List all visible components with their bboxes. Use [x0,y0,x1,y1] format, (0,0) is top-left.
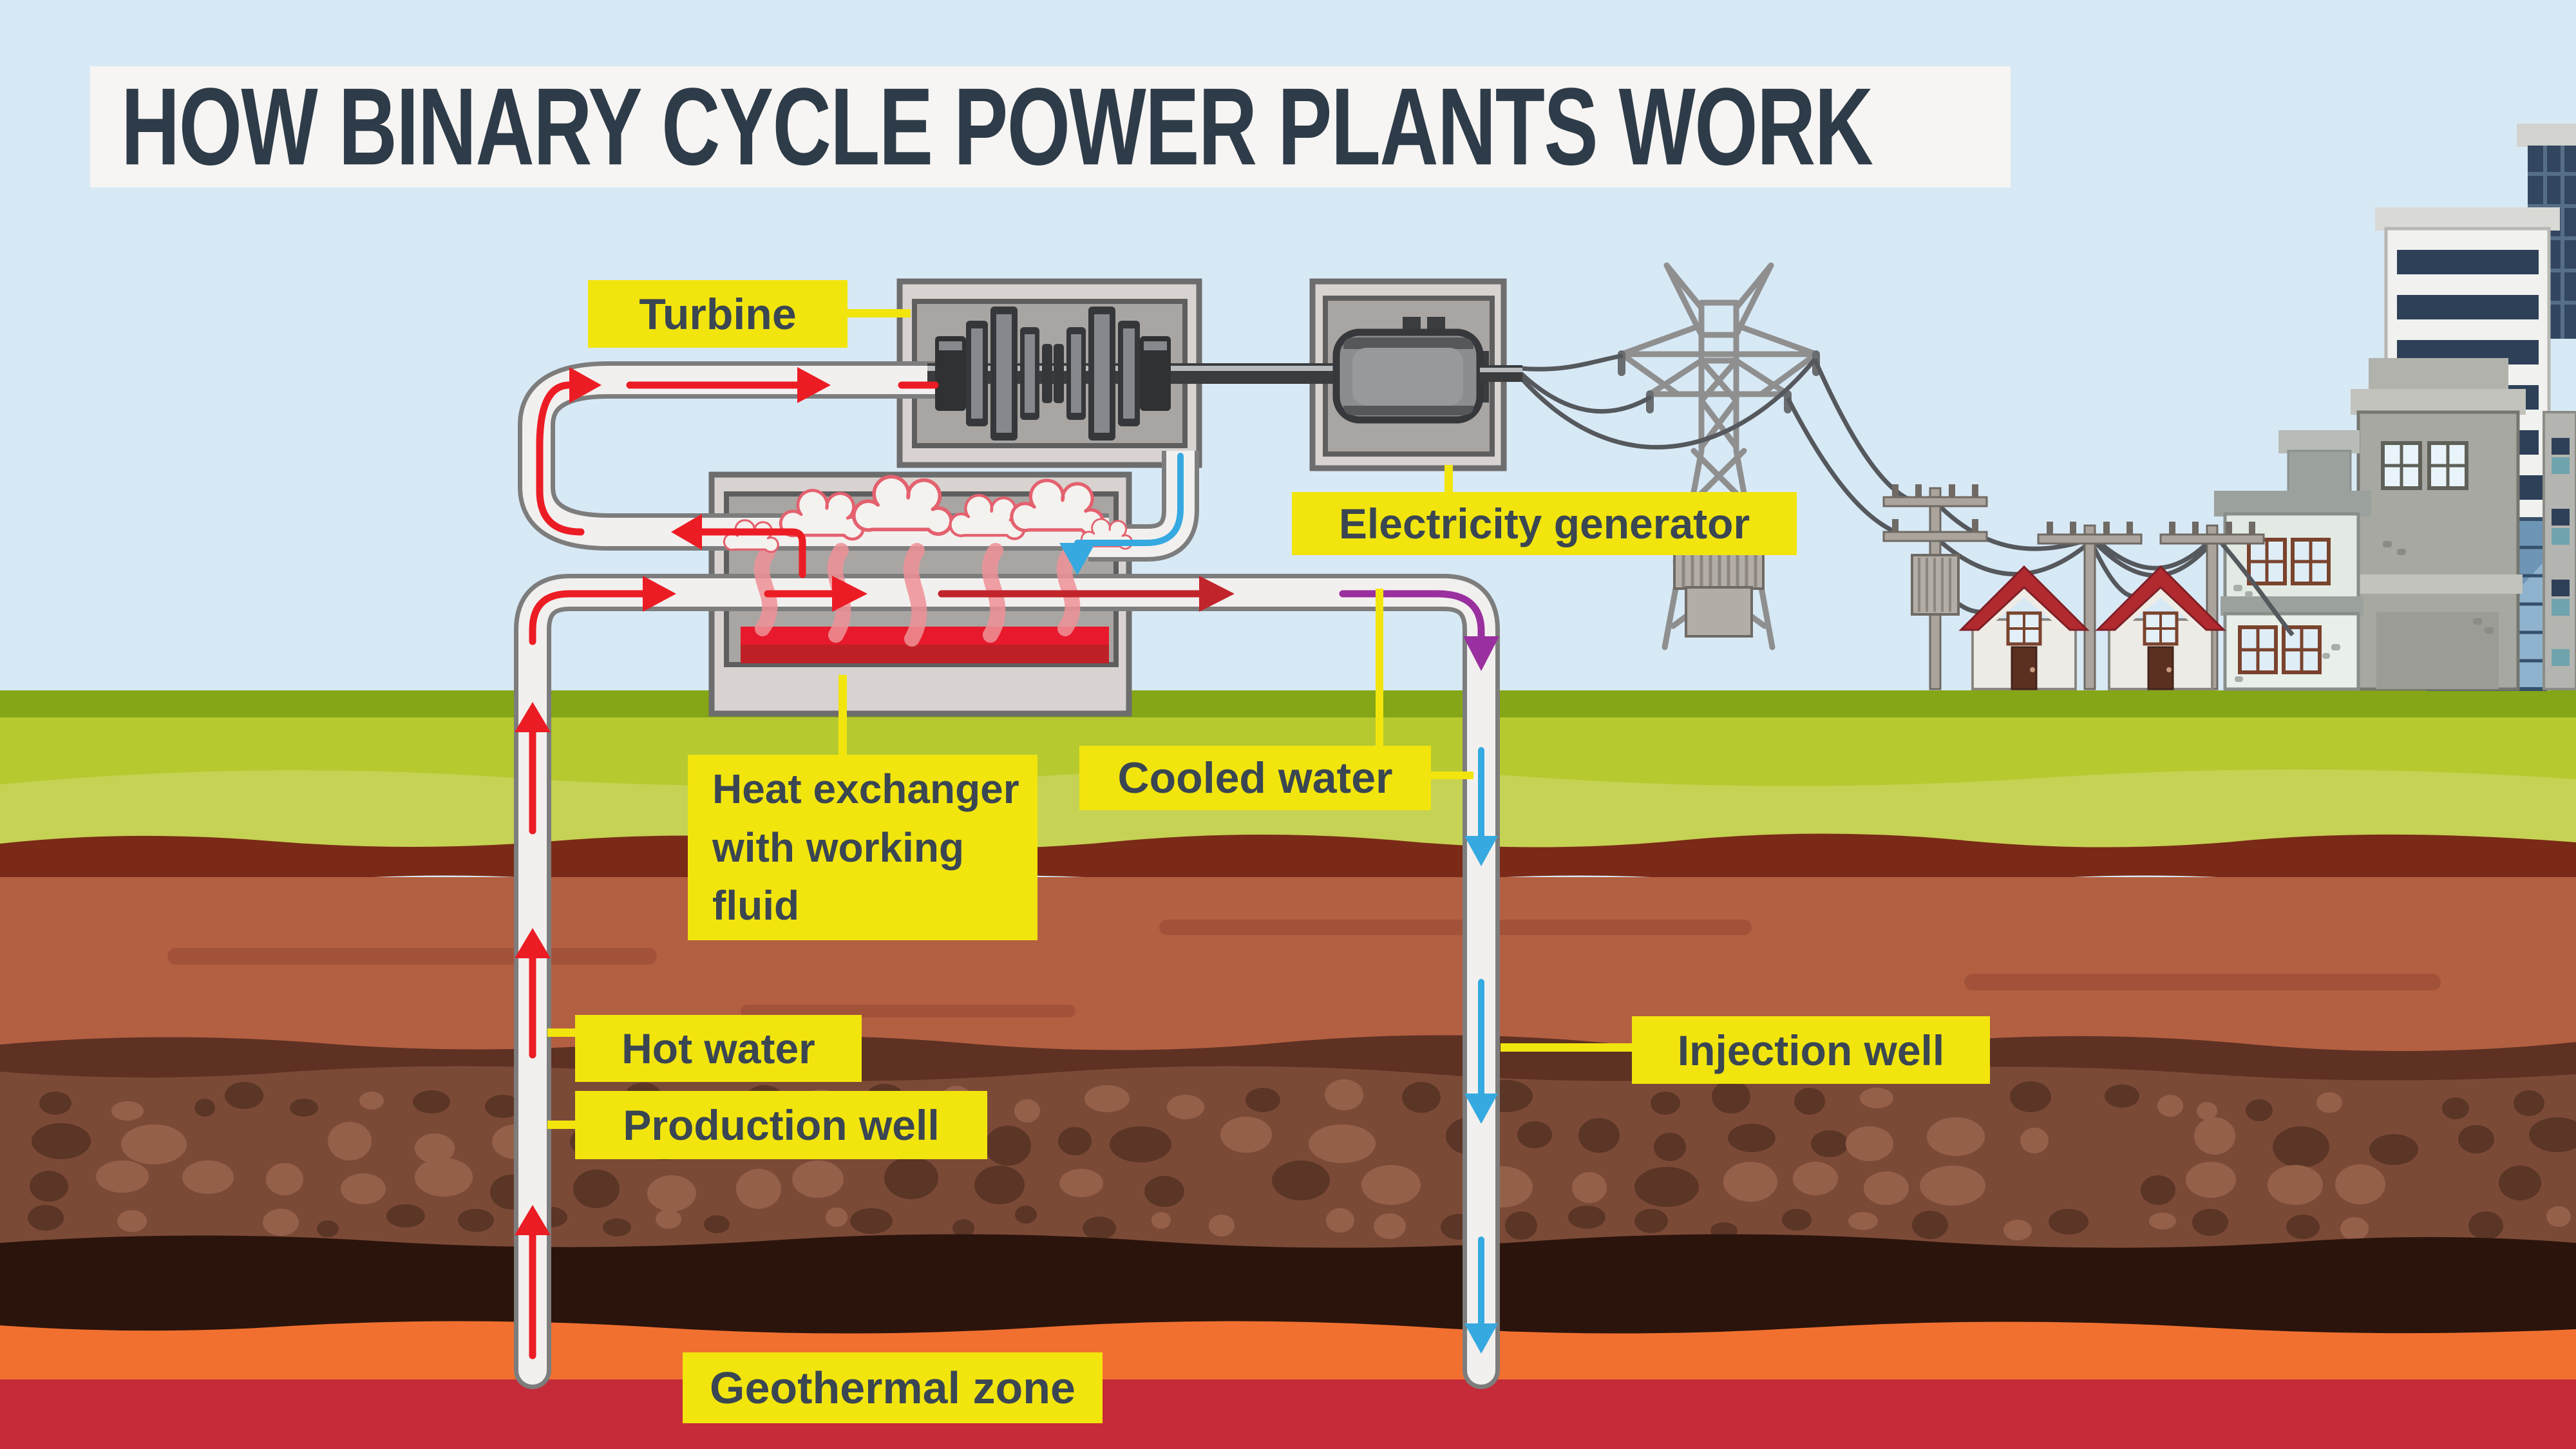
heat-waves [753,543,1081,647]
mint-building [2214,430,2371,691]
generator-connector [1444,465,1453,495]
label-hot-water: Hot water [575,1015,862,1082]
cooled-flow-arrows [1059,453,1498,1354]
hot-water-connector [547,1028,578,1037]
right-tower [2543,411,2576,690]
label-injection-well: Injection well [1632,1016,1990,1084]
heat-exchanger-connector [838,675,847,757]
label-production-well: Production well [575,1091,987,1159]
cooled-water-connector-vertical [1376,589,1383,748]
label-geothermal-zone: Geothermal zone [683,1352,1103,1423]
turbine-blades [966,307,1140,440]
dark-rock-layer [0,1234,2576,1334]
label-cooled-water: Cooled water [1079,746,1431,810]
house [2095,565,2226,690]
cooling-flow-arrow [938,576,1235,612]
title-bar: HOW BINARY CYCLE POWER PLANTS WORK [90,65,2011,188]
geothermal-red-layer [0,1379,2576,1449]
hot-flow-arrows [515,367,939,1359]
label-turbine: Turbine [588,280,848,348]
houses [1958,565,2226,690]
cityscape [2214,124,2576,691]
generator-graphic [1332,317,1522,424]
turbine-connector [846,309,911,317]
rock-pebbles [28,1079,2576,1240]
mint-windows-upper [2247,538,2331,585]
turbine-graphic [927,307,1346,440]
utility-pole [2037,522,2143,690]
utility-pole [1882,484,1988,690]
production-well-connector [547,1121,578,1129]
injection-well-connector [1501,1043,1634,1052]
gray-building [2351,358,2526,691]
label-heat-exchanger: Heat exchanger with working fluid [688,755,1037,940]
page-title: HOW BINARY CYCLE POWER PLANTS WORK [121,65,1873,188]
soil-top-band [0,833,2576,888]
house [1958,565,2090,690]
heating-element [741,627,1109,663]
transmission-tower [1618,262,1820,650]
cooled-water-connector-horizontal [1428,772,1473,779]
injection-flow-arrow [1339,590,1499,671]
flow-arrows [515,367,1499,1359]
label-electricity-generator: Electricity generator [1292,492,1797,555]
